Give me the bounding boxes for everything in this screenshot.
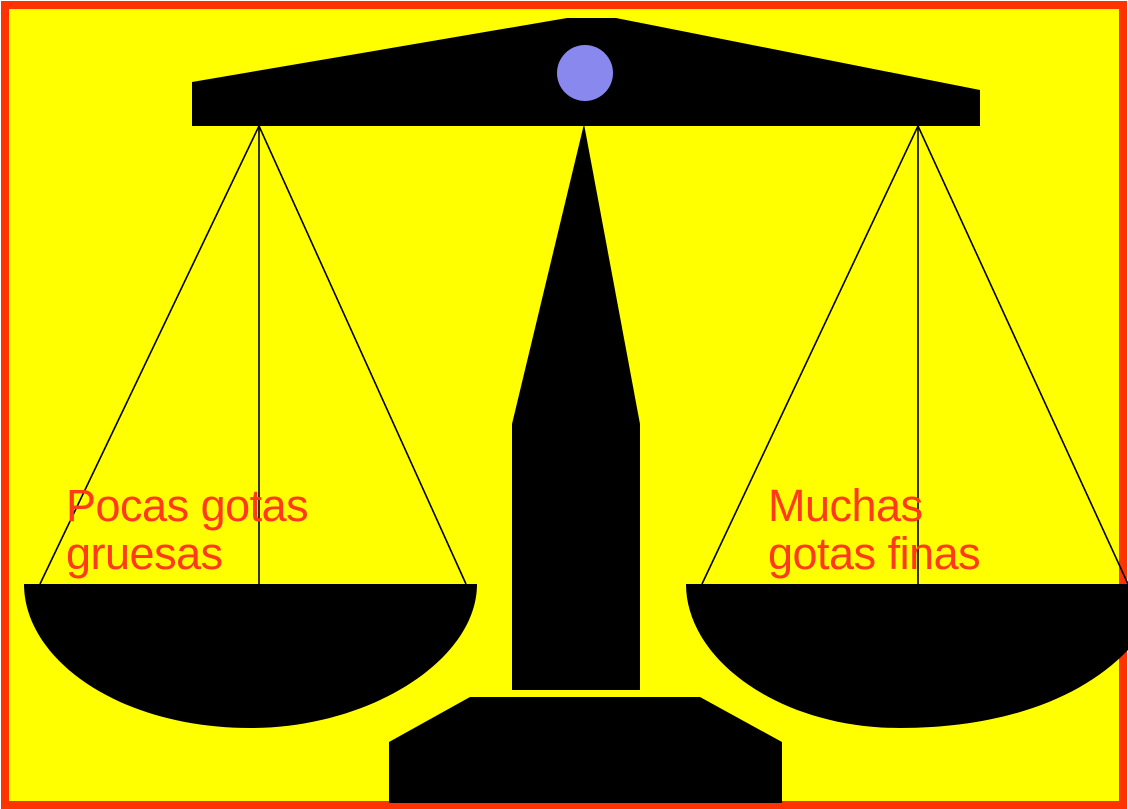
left-string-outer	[39, 125, 260, 585]
right-pan-strings	[701, 125, 1128, 585]
right-string-outer	[917, 125, 1128, 585]
right-label-line-1: Muchas	[768, 480, 923, 531]
left-label-line-2: gruesas	[66, 528, 223, 579]
scale-base	[389, 697, 782, 803]
right-pan	[686, 584, 1128, 728]
right-string-inner	[701, 125, 919, 585]
left-pan-label: Pocas gotas gruesas	[66, 480, 309, 579]
scale-column	[512, 124, 640, 690]
left-string-inner	[258, 125, 467, 585]
right-pan-label: Muchas gotas finas	[768, 480, 981, 579]
right-label-line-2: gotas finas	[768, 528, 981, 579]
left-pan-strings	[39, 125, 467, 585]
left-pan	[24, 584, 477, 728]
left-label-line-1: Pocas gotas	[66, 480, 309, 531]
pivot-knob	[557, 45, 613, 101]
